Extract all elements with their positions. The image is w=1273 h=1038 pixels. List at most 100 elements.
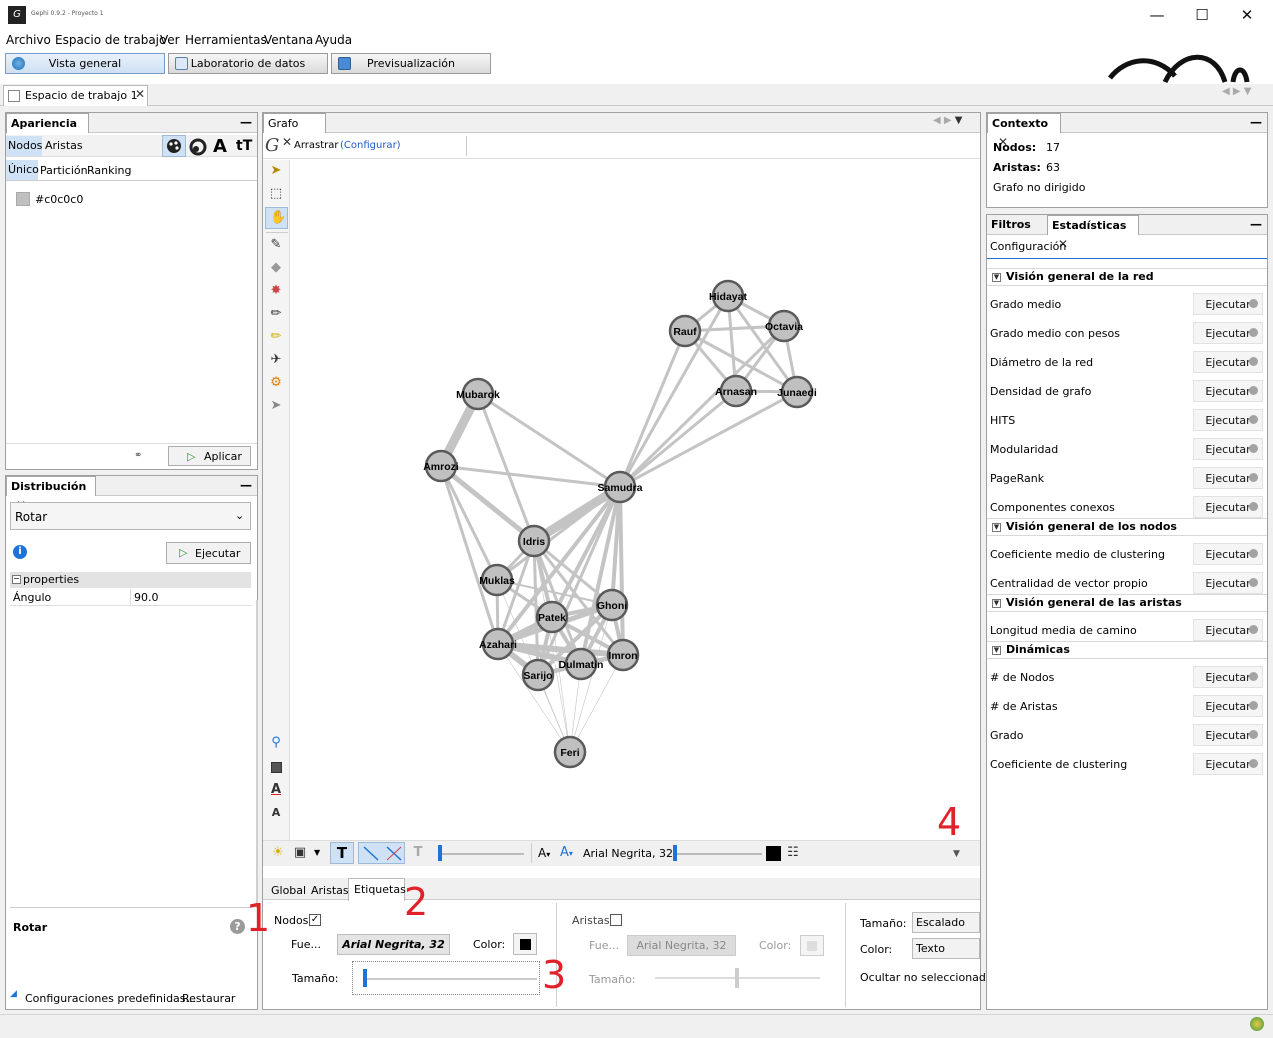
collapse-toolbar-icon[interactable]: ▼ bbox=[953, 849, 960, 859]
tab-etiquetas[interactable]: Etiquetas bbox=[348, 878, 406, 901]
subtab-particion[interactable]: Partición bbox=[40, 164, 88, 177]
layout-tab[interactable]: Distribución ✕ bbox=[6, 476, 96, 512]
minimize-context-icon[interactable]: — bbox=[1250, 115, 1262, 129]
font-size-increase-icon[interactable]: A▾ bbox=[560, 845, 573, 860]
menu-ver[interactable]: Ver bbox=[160, 33, 180, 47]
gear-icon[interactable]: ⚙ bbox=[270, 375, 282, 390]
run-statistic-button[interactable]: Ejecutar bbox=[1193, 351, 1263, 373]
reset-colors-icon[interactable]: ☷ bbox=[787, 845, 799, 860]
minimize-window-button[interactable]: — bbox=[1149, 6, 1165, 24]
pointer-help-icon[interactable]: ➤ bbox=[270, 398, 282, 413]
node-font-button[interactable]: Arial Negrita, 32 bbox=[337, 934, 450, 955]
label-size-slider-thumb[interactable] bbox=[673, 845, 677, 861]
run-statistic-button[interactable]: Ejecutar bbox=[1193, 467, 1263, 489]
show-labels-icon[interactable]: T bbox=[330, 842, 354, 864]
size-mode-select[interactable]: Escalado bbox=[912, 912, 980, 933]
menu-ayuda[interactable]: Ayuda bbox=[315, 33, 353, 47]
graph-node[interactable] bbox=[424, 449, 458, 483]
screenshot-icon[interactable]: ▣ bbox=[293, 845, 307, 860]
pencil-icon[interactable]: ✏ bbox=[270, 306, 282, 321]
label-size-small-icon[interactable]: A bbox=[271, 806, 281, 819]
graph-node[interactable] bbox=[668, 314, 702, 348]
run-statistic-button[interactable]: Ejecutar bbox=[1193, 380, 1263, 402]
label-font-icon[interactable]: A bbox=[270, 782, 282, 797]
node-label-color-button[interactable] bbox=[513, 933, 537, 955]
properties-group[interactable]: − properties bbox=[10, 572, 251, 588]
edge-pencil-icon[interactable]: ✏ bbox=[270, 329, 282, 344]
graph-node[interactable] bbox=[521, 658, 555, 692]
run-statistic-button[interactable]: Ejecutar bbox=[1193, 293, 1263, 315]
menu-archivo[interactable]: Archivo bbox=[6, 33, 51, 47]
run-statistic-button[interactable]: Ejecutar bbox=[1193, 543, 1263, 565]
color-swatch[interactable] bbox=[16, 192, 30, 206]
font-size-decrease-icon[interactable]: A▾ bbox=[538, 846, 551, 860]
run-statistic-button[interactable]: Ejecutar bbox=[1193, 572, 1263, 594]
graph-node[interactable] bbox=[711, 279, 745, 313]
edge-display-toggles[interactable] bbox=[358, 842, 405, 864]
rectangle-select-icon[interactable]: ⬚ bbox=[269, 186, 283, 201]
property-value[interactable]: 90.0 bbox=[134, 591, 159, 604]
menu-ventana[interactable]: Ventana bbox=[264, 33, 314, 47]
run-statistic-button[interactable]: Ejecutar bbox=[1193, 496, 1263, 518]
graph-node[interactable] bbox=[517, 524, 551, 558]
scrollbar[interactable] bbox=[256, 600, 258, 908]
graph-node[interactable] bbox=[719, 374, 753, 408]
preview-button[interactable]: Previsualización bbox=[331, 53, 491, 74]
minimize-statistics-icon[interactable]: — bbox=[1250, 217, 1262, 231]
graph-node[interactable] bbox=[535, 600, 569, 634]
edge-size-slider-thumb[interactable] bbox=[735, 968, 739, 988]
apply-button[interactable]: ▷ Aplicar bbox=[168, 446, 251, 466]
label-size-slider-track[interactable] bbox=[677, 853, 762, 855]
overview-button[interactable]: Vista general bbox=[5, 53, 165, 74]
node-size-slider[interactable] bbox=[352, 961, 540, 995]
graph-node[interactable] bbox=[767, 309, 801, 343]
edge-label-color-button[interactable] bbox=[800, 935, 824, 956]
close-workspace-tab-icon[interactable]: ✕ bbox=[135, 87, 146, 101]
edge-weight-slider-thumb[interactable] bbox=[438, 845, 442, 861]
color-palette-icon[interactable] bbox=[162, 135, 186, 157]
label-color-swatch[interactable] bbox=[766, 846, 781, 861]
screenshot-dropdown-icon[interactable]: ▼ bbox=[314, 848, 321, 857]
minimize-layout-icon[interactable]: — bbox=[240, 478, 252, 492]
size-icon[interactable] bbox=[188, 137, 208, 157]
close-window-button[interactable]: ✕ bbox=[1240, 6, 1254, 24]
graph-node[interactable] bbox=[606, 638, 640, 672]
nodes-labels-checkbox[interactable]: ✓ bbox=[309, 914, 321, 926]
tab-aristas-settings[interactable]: Aristas bbox=[311, 884, 349, 897]
graph-tab-arrows[interactable]: ◀ ▶ ▼ bbox=[933, 115, 963, 126]
notifications-icon[interactable] bbox=[1250, 1017, 1264, 1031]
section-collapse-icon[interactable]: ▼ bbox=[992, 523, 1001, 532]
tab-global[interactable]: Global bbox=[271, 884, 307, 897]
layout-select[interactable]: Rotar ⌄ bbox=[10, 502, 251, 530]
zoom-fit-icon[interactable]: ⚲ bbox=[271, 735, 281, 750]
run-statistic-button[interactable]: Ejecutar bbox=[1193, 619, 1263, 641]
chain-link-icon[interactable]: ⚭ bbox=[134, 450, 143, 461]
airplane-icon[interactable]: ✈ bbox=[270, 352, 282, 367]
subtab-ranking[interactable]: Ranking bbox=[87, 164, 132, 177]
statistics-config-link[interactable]: Configuración bbox=[990, 240, 1067, 253]
heatmap-icon[interactable]: ✸ bbox=[270, 283, 282, 298]
tab-aristas[interactable]: Aristas bbox=[45, 139, 83, 152]
select-pointer-icon[interactable]: ➤ bbox=[270, 163, 282, 178]
tab-nodos[interactable]: Nodos bbox=[6, 136, 42, 156]
info-icon[interactable]: i bbox=[13, 545, 27, 559]
section-collapse-icon[interactable]: ▼ bbox=[992, 646, 1001, 655]
help-icon[interactable]: ? bbox=[230, 919, 245, 934]
graph-node[interactable] bbox=[603, 470, 637, 504]
run-statistic-button[interactable]: Ejecutar bbox=[1193, 724, 1263, 746]
hide-unselected-label[interactable]: Ocultar no seleccionados bbox=[860, 971, 999, 984]
edge-labels-icon[interactable]: T bbox=[413, 845, 423, 860]
close-context-icon[interactable]: ✕ bbox=[998, 135, 1009, 149]
edge-weight-slider-track[interactable] bbox=[438, 853, 524, 855]
run-statistic-button[interactable]: Ejecutar bbox=[1193, 438, 1263, 460]
background-color-icon[interactable] bbox=[271, 762, 282, 773]
tab-scroll-arrows[interactable]: ◀ ▶ ▼ bbox=[1222, 86, 1252, 97]
close-graph-icon[interactable]: ✕ bbox=[282, 135, 293, 149]
graph-node[interactable] bbox=[780, 375, 814, 409]
graph-node[interactable] bbox=[481, 627, 515, 661]
label-size-icon[interactable]: tT bbox=[236, 138, 253, 154]
label-color-icon[interactable]: A bbox=[213, 136, 227, 157]
appearance-tab[interactable]: Apariencia ✕ bbox=[6, 113, 89, 149]
graph-node[interactable] bbox=[461, 377, 495, 411]
